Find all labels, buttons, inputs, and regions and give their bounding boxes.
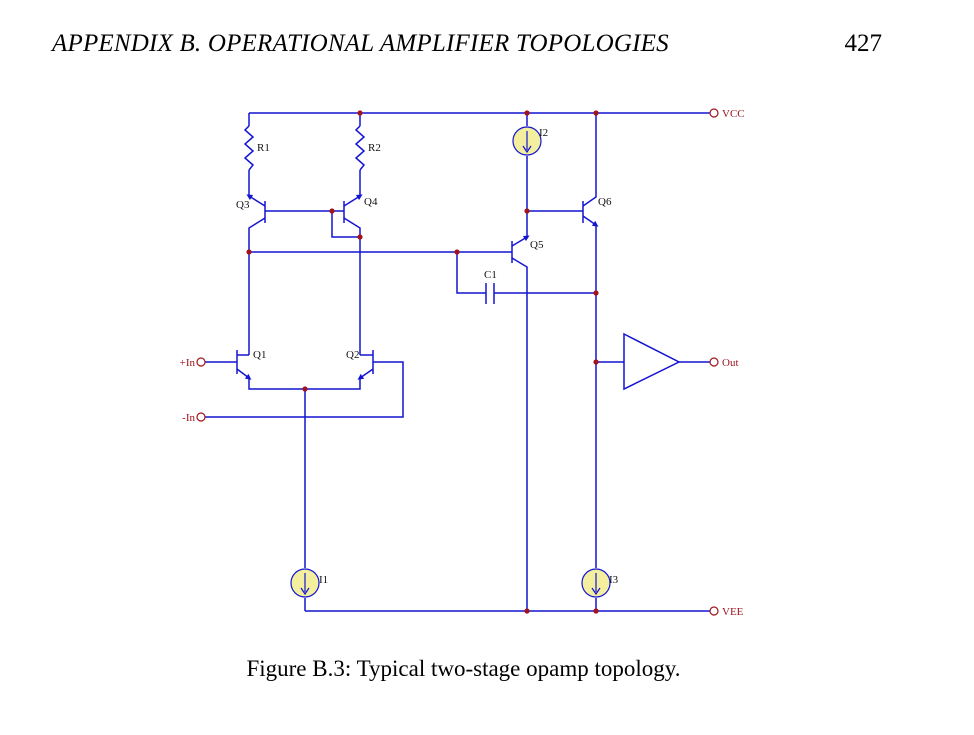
q4-diode-wire <box>331 211 360 238</box>
junction-dot <box>246 249 252 255</box>
c1-label: C1 <box>484 269 497 281</box>
junction-dot <box>357 110 363 116</box>
q2-label: Q2 <box>346 349 359 361</box>
vee-terminal <box>709 606 719 616</box>
figure-caption: Figure B.3: Typical two-stage opamp topo… <box>246 656 681 681</box>
q2-emitter <box>357 368 374 380</box>
junction-dot <box>454 249 460 255</box>
in-plus-label: +In <box>180 357 196 369</box>
r2-resistor <box>354 125 366 171</box>
junction-dot <box>302 386 308 392</box>
i1-label: I1 <box>319 574 328 586</box>
junction-dot <box>593 359 599 365</box>
junction-dot <box>524 110 530 116</box>
page-header: APPENDIX B. OPERATIONAL AMPLIFIER TOPOLO… <box>52 30 882 64</box>
in-minus-label: -In <box>182 412 195 424</box>
q4-emitter <box>343 194 363 207</box>
i3-label: I3 <box>609 574 619 586</box>
i2-current-source <box>512 126 542 156</box>
q3-collector <box>248 217 266 252</box>
junction-dot <box>524 608 530 614</box>
junction-dot <box>593 110 599 116</box>
page-number: 427 <box>844 30 883 57</box>
running-title: APPENDIX B. OPERATIONAL AMPLIFIER TOPOLO… <box>52 30 669 57</box>
junction-dot <box>524 208 530 214</box>
q2-base-wire <box>205 361 404 418</box>
q4-collector <box>343 217 361 237</box>
i1-current-source <box>290 568 320 598</box>
r1-label: R1 <box>257 142 270 154</box>
vcc-terminal <box>709 108 719 118</box>
q1-emitter <box>236 368 252 380</box>
q6-label: Q6 <box>598 196 612 208</box>
i2-label: I2 <box>539 127 548 139</box>
junction-dot <box>593 608 599 614</box>
i3-current-source <box>581 568 611 598</box>
junction-dot <box>593 290 599 296</box>
junction-dot <box>357 234 363 240</box>
q5-label: Q5 <box>530 239 544 251</box>
q3-emitter <box>246 194 266 207</box>
q5-collector <box>511 257 528 611</box>
r1-resistor <box>243 125 255 171</box>
q6-collector <box>582 113 597 207</box>
in-minus-terminal <box>196 412 206 422</box>
q6-emitter <box>582 215 599 227</box>
output-buffer <box>623 332 681 391</box>
vcc-label: VCC <box>722 108 745 120</box>
r2-label: R2 <box>368 142 381 154</box>
q5-emitter <box>511 235 530 247</box>
q4-label: Q4 <box>364 196 378 208</box>
q1-label: Q1 <box>253 349 266 361</box>
vee-label: VEE <box>722 606 744 618</box>
junction-dot <box>329 208 335 214</box>
c1-left-wire <box>456 252 486 294</box>
q3-label: Q3 <box>236 199 250 211</box>
in-plus-terminal <box>196 357 206 367</box>
out-label: Out <box>722 357 739 369</box>
out-terminal <box>709 357 719 367</box>
